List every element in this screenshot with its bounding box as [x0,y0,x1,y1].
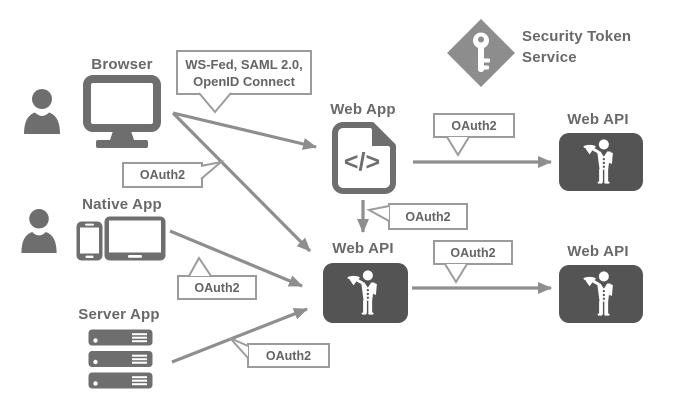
smartphone-icon [76,221,103,261]
federation-bubble-line2: OpenID Connect [193,73,295,89]
sts-label-line1: Security Token [522,28,632,45]
oauth2-webapp-down-bubble-tail [366,205,390,222]
oauth2-api-to-api-bubble: OAuth2 [433,240,513,265]
web-api-middle-label: Web API [332,240,394,257]
oauth2-api-to-api-bubble-tail [444,263,468,284]
federation-bubble: WS-Fed, SAML 2.0, OpenID Connect [176,50,312,95]
oauth2-browser-bubble-tail [200,160,225,180]
oauth2-native-bubble: OAuth2 [177,275,257,300]
native-app-label: Native App [82,196,162,213]
code-document-icon: </> [332,122,396,194]
waiter-icon [582,270,620,318]
server-stack-icon [88,329,153,389]
person-icon [19,209,59,253]
oauth2-webapp-down-bubble: OAuth2 [388,203,468,230]
web-api-right-label: Web API [567,243,629,260]
arrow-server-to-webapi-middle [171,307,308,364]
federation-bubble-tail [198,92,232,114]
tablet-icon [104,216,166,261]
oauth2-webapp-to-api-bubble: OAuth2 [433,113,515,138]
oauth2-webapp-to-api-bubble-tail [446,136,470,157]
oauth2-browser-bubble: OAuth2 [122,162,203,188]
waiter-icon [346,269,384,317]
sts-label-line2: Service [522,49,577,66]
browser-label: Browser [91,56,153,73]
oauth2-server-bubble: OAuth2 [247,343,330,368]
arrow-native-to-webapi-middle [169,229,303,288]
waiter-icon [582,138,620,186]
sts-label: Security Token Service [522,26,652,68]
oauth2-server-bubble-label: OAuth2 [265,348,312,363]
federation-bubble-line1: WS-Fed, SAML 2.0, [185,56,303,72]
monitor-icon [83,75,161,148]
oauth2-api-to-api-bubble-label: OAuth2 [450,245,496,260]
web-app-label: Web App [330,101,396,118]
oauth2-native-bubble-label: OAuth2 [194,280,240,295]
code-glyph: </> [344,148,380,176]
oauth2-webapp-down-bubble-label: OAuth2 [405,209,451,224]
oauth2-server-bubble-tail [229,337,249,359]
web-api-top-box [559,133,643,191]
web-api-top-label: Web API [567,111,629,128]
arrow-browser-to-webapp [172,111,317,150]
web-api-middle-box [323,263,408,323]
oauth2-browser-bubble-label: OAuth2 [139,168,186,182]
key-icon [473,32,490,72]
oauth2-native-bubble-tail [188,256,212,277]
web-api-right-box [559,265,643,323]
person-icon [22,89,62,134]
oauth2-webapp-to-api-bubble-label: OAuth2 [451,118,497,133]
server-app-label: Server App [78,306,160,323]
arrow-browser-to-webapi-middle [171,111,312,253]
